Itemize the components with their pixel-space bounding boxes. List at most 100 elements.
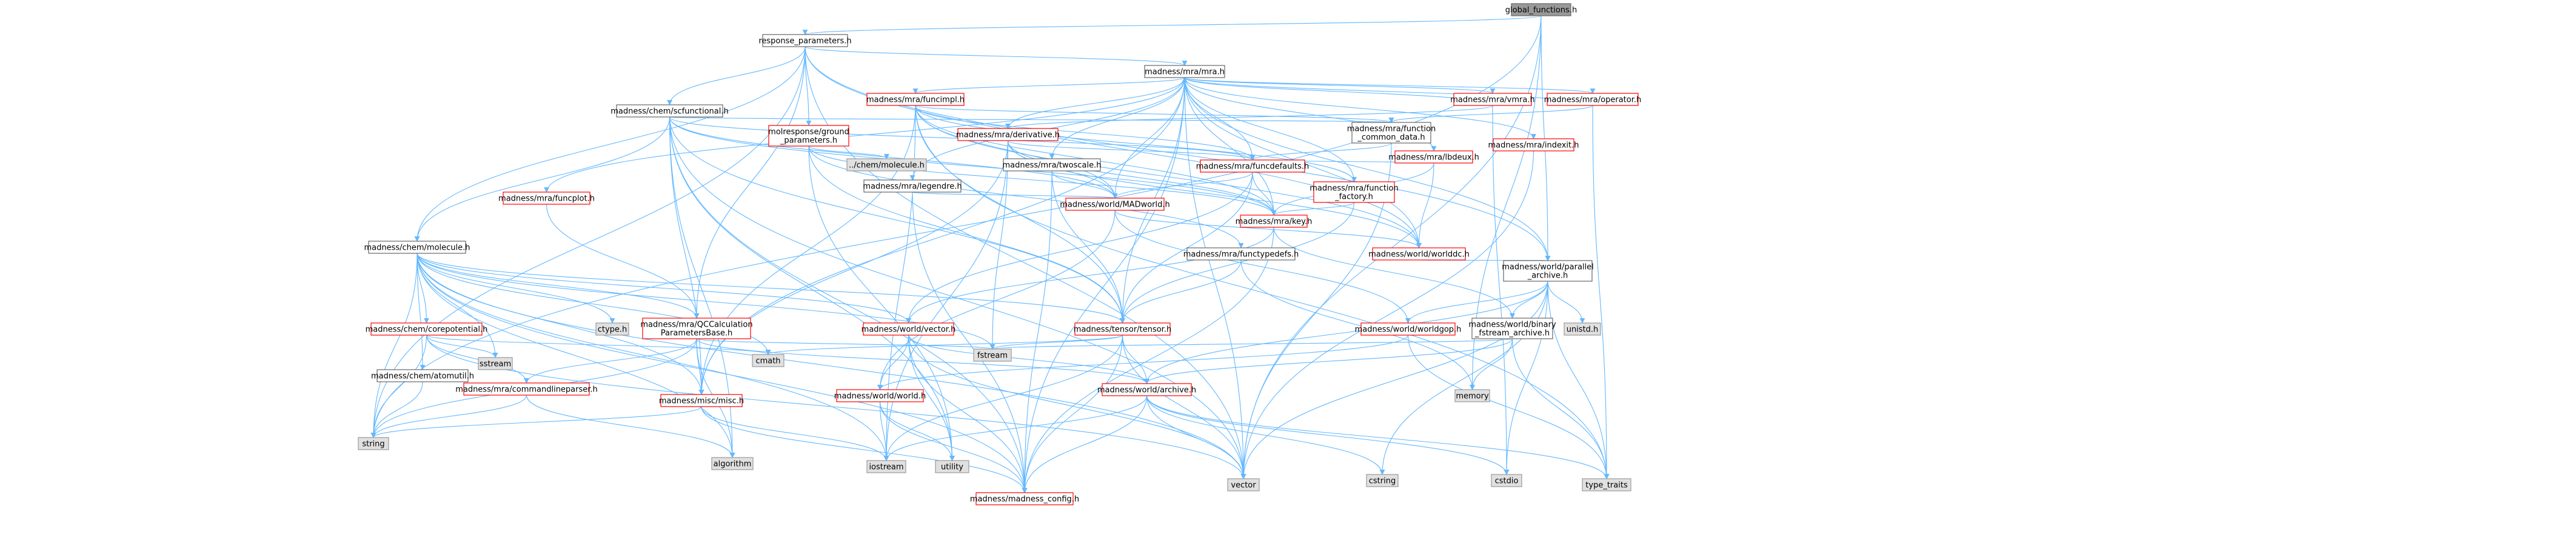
node-lbdeux[interactable]: madness/mra/lbdeux.h [1388, 150, 1479, 164]
node-label-corepotential-0: madness/chem/corepotential.h [366, 325, 488, 335]
edge-parallel_archive-to-type_traits [1547, 281, 1610, 479]
edge-binary_fstream-to-archive [1144, 338, 1513, 384]
node-label-worlddc-0: madness/world/worlddc.h [1368, 250, 1470, 259]
node-box-funcimpl [866, 93, 965, 106]
node-label-twoscale-0: madness/mra/twoscale.h [1003, 161, 1102, 170]
node-tensor[interactable]: madness/tensor/tensor.h [1074, 322, 1171, 336]
edge-response_parameters-to-parallel_archive [805, 46, 1551, 261]
edge-world-to-iostream [879, 401, 889, 461]
node-qccalc[interactable]: madness/mra/QCCalculationParametersBase.… [640, 318, 753, 339]
edge-funcimpl-to-function_common_data [915, 105, 1394, 123]
edge-indexit-to-vector [1240, 150, 1534, 479]
node-label-funcdefaults-0: madness/mra/funcdefaults.h [1196, 162, 1310, 171]
node-function_factory[interactable]: madness/mra/function_factory.h [1310, 181, 1399, 203]
edge-mra-to-madworld [1112, 77, 1185, 199]
edge-archive-to-cstring [1146, 395, 1385, 475]
edge-function_factory-to-key [1271, 202, 1355, 216]
node-cstring: cstring [1366, 474, 1399, 487]
node-type_traits: type_traits [1582, 478, 1631, 491]
edge-global_functions-to-string [370, 15, 1542, 438]
node-label-funcplot-0: madness/mra/funcplot.h [498, 195, 595, 204]
node-binary_fstream[interactable]: madness/world/binary_fstream_archive.h [1468, 318, 1556, 339]
edge-function_common_data-to-funcdefaults [1250, 142, 1392, 161]
node-world[interactable]: madness/world/world.h [834, 389, 926, 402]
edge-molecule-to-qccalc [417, 253, 700, 319]
edge-corepotential-to-cmath [426, 335, 771, 355]
node-indexit[interactable]: madness/mra/indexit.h [1488, 138, 1579, 151]
node-label-iostream-0: iostream [869, 463, 903, 472]
node-worldgop[interactable]: madness/world/worldgop.h [1355, 322, 1462, 336]
node-derivative[interactable]: madness/mra/derivative.h [956, 128, 1060, 141]
node-box-utility [935, 460, 969, 473]
edge-twoscale-to-madness_config [1022, 170, 1052, 493]
node-scfunctional[interactable]: madness/chem/scfunctional.h [611, 104, 729, 118]
node-funcplot[interactable]: madness/mra/funcplot.h [498, 191, 595, 205]
node-fstream: fstream [973, 348, 1012, 362]
node-box-mra [1144, 65, 1225, 78]
edge-commandlineparser-to-string [370, 395, 527, 438]
node-label-molecule-0: madness/chem/molecule.h [364, 244, 470, 253]
edge-mra-to-funcimpl [912, 77, 1185, 94]
edge-funcimpl-to-function_factory [915, 105, 1357, 182]
node-misc[interactable]: madness/misc/misc.h [659, 394, 744, 407]
node-commandlineparser[interactable]: madness/mra/commandlineparser.h [455, 382, 598, 396]
edge-lbdeux-to-worlddc [1416, 162, 1434, 248]
node-key[interactable]: madness/mra/key.h [1236, 215, 1313, 228]
node-box-worlddc [1372, 247, 1466, 261]
edge-molecule-to-string [370, 253, 418, 438]
edge-operator-to-function_common_data [1388, 105, 1593, 123]
node-memory: memory [1454, 389, 1490, 402]
node-label-ctype-0: ctype.h [598, 325, 627, 335]
edge-scfunctional-to-molecule [414, 116, 671, 242]
node-corepotential[interactable]: madness/chem/corepotential.h [366, 322, 488, 336]
node-atomutil[interactable]: madness/chem/atomutil.h [371, 369, 474, 382]
node-functypedefs[interactable]: madness/mra/functypedefs.h [1183, 247, 1299, 261]
edge-madworld-to-worldgop [1114, 210, 1411, 324]
edge-parallel_archive-to-unistd [1547, 281, 1585, 324]
node-parallel_archive[interactable]: madness/world/parallel_archive.h [1502, 260, 1594, 282]
node-operator[interactable]: madness/mra/operator.h [1544, 93, 1642, 106]
edge-funcdefaults-to-key [1252, 171, 1277, 216]
node-world_vector[interactable]: madness/world/vector.h [861, 322, 956, 336]
edge-binary_fstream-to-fstream [990, 338, 1513, 350]
edge-response_parameters-to-string [370, 46, 806, 438]
node-label-vector-0: vector [1231, 481, 1256, 490]
edge-molecule-to-fstream [417, 253, 995, 350]
node-label-chem_molecule_dots-0: ../chem/molecule.h [849, 161, 925, 170]
node-mra[interactable]: madness/mra/mra.h [1144, 65, 1225, 78]
node-box-commandlineparser [463, 382, 590, 396]
node-funcimpl[interactable]: madness/mra/funcimpl.h [866, 93, 965, 106]
edge-atomutil-to-string [370, 381, 423, 438]
node-vmra[interactable]: madness/mra/vmra.h [1450, 93, 1535, 106]
node-box-sstream [478, 357, 513, 370]
node-madness_config[interactable]: madness/madness_config.h [970, 492, 1079, 505]
node-ground_parameters[interactable]: molresponse/ground_parameters.h [768, 125, 849, 147]
node-legendre[interactable]: madness/mra/legendre.h [863, 179, 962, 193]
node-function_common_data[interactable]: madness/mra/function_common_data.h [1347, 122, 1436, 144]
edge-response_parameters-to-molecule [414, 46, 806, 242]
node-funcdefaults[interactable]: madness/mra/funcdefaults.h [1196, 159, 1310, 173]
node-archive[interactable]: madness/world/archive.h [1097, 383, 1196, 396]
node-twoscale[interactable]: madness/mra/twoscale.h [1003, 158, 1102, 171]
edge-vmra-to-derivative [1005, 105, 1493, 129]
edge-response_parameters-to-qccalc [694, 46, 806, 319]
edge-archive-to-vector [1146, 395, 1246, 479]
edge-parallel_archive-to-worldgop [1405, 281, 1548, 324]
node-label-cstring-0: cstring [1369, 477, 1396, 486]
edge-world-to-utility [879, 401, 955, 461]
edge-ground_parameters-to-functypedefs [808, 145, 1244, 248]
node-madworld[interactable]: madness/world/MADworld.h [1060, 198, 1170, 211]
edge-mra-to-vmra [1184, 77, 1496, 94]
edge-scfunctional-to-madworld [669, 116, 1118, 199]
node-molecule[interactable]: madness/chem/molecule.h [364, 241, 470, 254]
node-worlddc[interactable]: madness/world/worlddc.h [1368, 247, 1470, 261]
edge-tensor-to-vector [1122, 335, 1246, 479]
edge-scfunctional-to-key [669, 116, 1277, 216]
node-global_functions[interactable]: global_functions.h [1505, 3, 1577, 16]
node-response_parameters[interactable]: response_parameters.h [758, 34, 852, 47]
edge-molecule-to-cmath [417, 253, 771, 355]
edge-worldgop-to-world [877, 335, 1409, 390]
edge-function_factory-to-tensor [1120, 202, 1355, 324]
node-label-cstdio-0: cstdio [1495, 477, 1519, 486]
edges-layer [370, 15, 1610, 493]
